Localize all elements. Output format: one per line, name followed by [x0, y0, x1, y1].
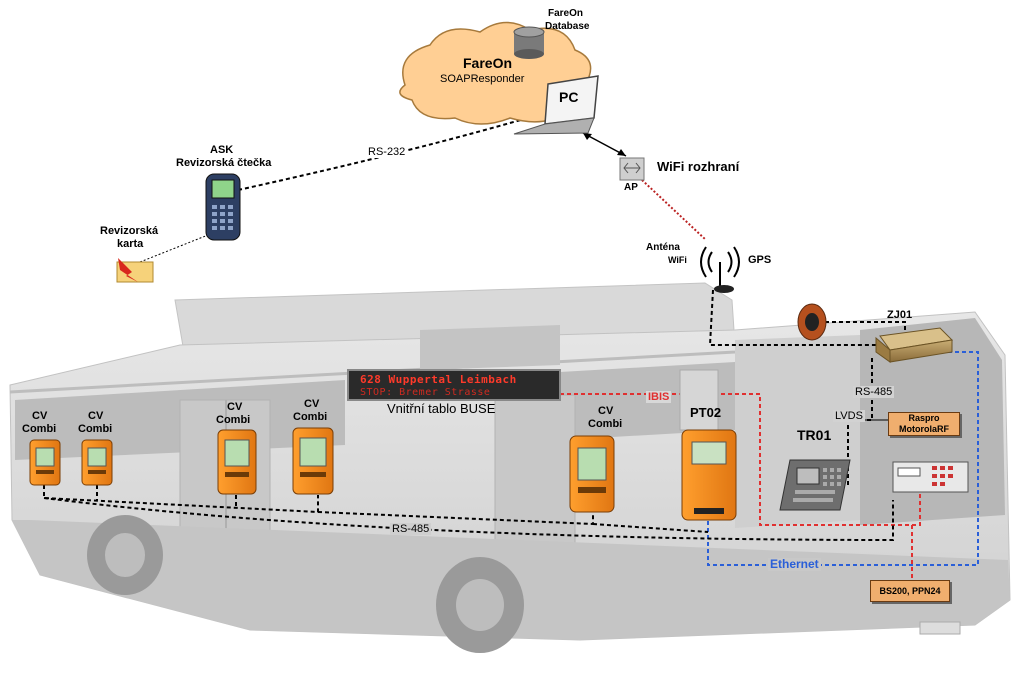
cloud-subtitle: SOAPResponder	[440, 73, 525, 85]
display-line-1: 628 Wuppertal Leimbach	[360, 373, 517, 386]
rs485-bus-line	[43, 485, 319, 514]
gps-label: GPS	[748, 254, 772, 266]
validator-icon	[217, 429, 257, 495]
printer-device-icon	[892, 461, 969, 493]
pt02-label: PT02	[690, 405, 722, 420]
zj01-label: ZJ01	[887, 309, 913, 321]
rs485-vertical-label: RS-485	[853, 386, 895, 399]
zj01-device-icon	[875, 327, 954, 363]
cloud-title: FareOn	[463, 55, 513, 71]
reader-device-icon	[205, 173, 241, 241]
pt02-terminal-icon	[681, 429, 737, 521]
pc-ap-link	[582, 132, 627, 157]
display-caption: Vnitřní tablo BUSE	[387, 401, 496, 416]
antenna-wifi-label: WiFi	[668, 255, 687, 265]
speaker-icon	[797, 303, 827, 341]
card-label-line2: karta	[117, 238, 144, 250]
validator-1-title: CV	[32, 410, 48, 422]
tr01-terminal-icon	[779, 459, 851, 511]
bs-info-box: BS200, PPN24	[870, 580, 950, 602]
card-link-line	[139, 234, 209, 263]
validator-2-subtitle: Combi	[78, 423, 113, 435]
validator-4-title: CV	[304, 398, 320, 410]
radio-info-box: Raspro MotorolaRF	[888, 412, 960, 436]
db-subtitle: Database	[545, 21, 590, 32]
wifi-interface-label: WiFi rozhraní	[657, 159, 740, 174]
validator-2-title: CV	[88, 410, 104, 422]
validator-1-subtitle: Combi	[22, 423, 57, 435]
rs232-label: RS-232	[366, 146, 408, 158]
validator-icon	[292, 427, 334, 495]
database-icon	[513, 26, 545, 59]
reader-label: Revizorská čtečka	[176, 157, 272, 169]
ap-label: AP	[624, 182, 638, 193]
ethernet-label: Ethernet	[768, 557, 821, 572]
ibis-label: IBIS	[646, 391, 672, 404]
validator-3-title: CV	[227, 401, 243, 413]
tr01-label: TR01	[797, 427, 832, 443]
bus-body	[9, 282, 1011, 653]
antenna-label: Anténa	[646, 242, 680, 253]
access-point-icon	[619, 157, 645, 181]
validator-icon	[569, 435, 615, 513]
ethernet-line	[707, 351, 979, 566]
validator-5-subtitle: Combi	[588, 418, 623, 430]
antenna-icon	[700, 246, 740, 293]
db-title: FareOn	[548, 8, 584, 19]
card-label-line1: Revizorská	[100, 225, 159, 237]
validator-3-subtitle: Combi	[216, 414, 251, 426]
validator-5-title: CV	[598, 405, 614, 417]
ask-label: ASK	[210, 144, 234, 156]
wifi-link-line	[641, 179, 707, 241]
led-display-board	[347, 369, 561, 401]
validator-icon	[81, 439, 113, 486]
validator-icon	[29, 439, 61, 486]
display-line-2: STOP: Bremer Strasse	[360, 387, 491, 398]
validator-4-subtitle: Combi	[293, 411, 328, 423]
rs485-bus-label: RS-485	[390, 523, 432, 535]
lvds-label: LVDS	[833, 410, 865, 423]
pc-label: PC	[559, 89, 579, 105]
laptop-icon	[513, 75, 599, 135]
card-icon	[116, 258, 154, 283]
